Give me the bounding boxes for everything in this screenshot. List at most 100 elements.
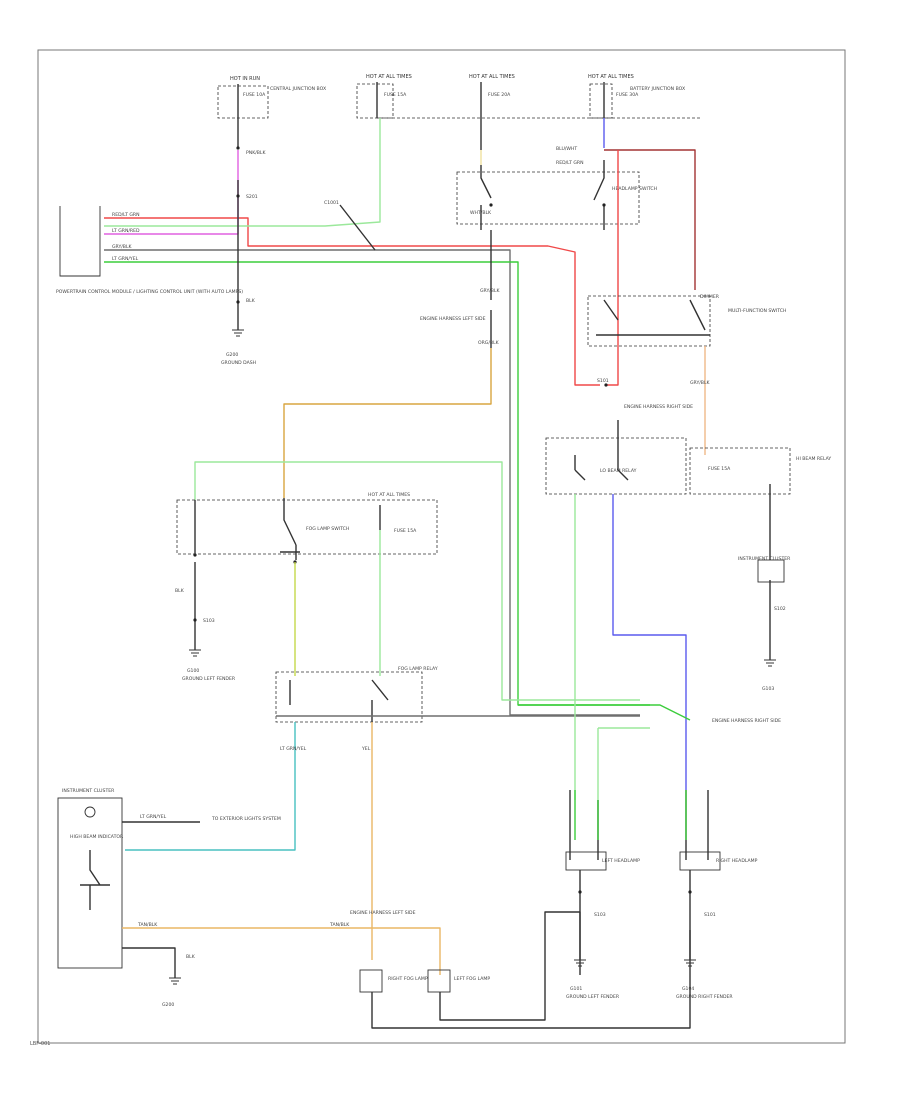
splice-label: S101 — [597, 378, 609, 384]
wire-red-relay — [606, 150, 619, 386]
relay-label: HI BEAM RELAY — [796, 456, 831, 462]
hot-at-all-label: HOT AT ALL TIMES — [588, 74, 634, 80]
hot-at-all-label: HOT AT ALL TIMES — [366, 74, 412, 80]
switch-contacts — [480, 160, 605, 230]
instrument-cluster-label: INSTRUMENT CLUSTER — [62, 788, 115, 794]
wire-label: GRY/BLK — [112, 244, 133, 250]
hot-at-all-label: HOT AT ALL TIMES — [368, 492, 410, 498]
fuse-label: FUSE 15A — [394, 528, 417, 534]
harness-label: ENGINE HARNESS LEFT SIDE — [420, 316, 486, 322]
wire-tan-bottom — [122, 927, 441, 975]
cluster-ground — [122, 947, 176, 978]
ground-label: G101 — [570, 986, 582, 992]
harness-label: ENGINE HARNESS LEFT SIDE — [350, 910, 416, 916]
lo-beam-relay-contacts — [574, 420, 629, 481]
splice-label: S103 — [594, 912, 606, 918]
dimmer-label: DIMMER — [700, 294, 720, 300]
headlamp-switch-box — [456, 171, 640, 225]
instrument-cluster-box — [757, 559, 785, 583]
wire-label: GRY/BLK — [480, 288, 501, 294]
multifunction-contacts — [596, 299, 710, 336]
right-headlamp: RIGHT HEADLAMP S101 G104 GROUND RIGHT FE… — [676, 790, 758, 1000]
fuse-block-left: HOT IN RUN FUSE 10A CENTRAL JUNCTION BOX — [217, 76, 326, 119]
fuse-label: FUSE 10A — [243, 92, 266, 98]
left-fog-lamp-label: LEFT FOG LAMP — [454, 976, 490, 982]
wire-tan-main — [283, 348, 492, 498]
harness-label: ENGINE HARNESS RIGHT SIDE — [624, 404, 693, 410]
wire-label: BLU/WHT — [556, 146, 577, 152]
ecm-connector-body — [59, 206, 101, 277]
wire-label: WHT/BLK — [470, 210, 492, 216]
ground-label: G200 — [226, 352, 238, 358]
fuse-label: FUSE 15A — [708, 466, 731, 472]
ecm-note-label: POWERTRAIN CONTROL MODULE / LIGHTING CON… — [56, 289, 243, 295]
wire-teal — [125, 722, 296, 851]
hot-run-label: HOT IN RUN — [230, 76, 260, 82]
hi-beam-relay-box — [689, 447, 791, 495]
connector-label: C1001 — [324, 200, 339, 206]
fog-relay-contacts — [289, 679, 389, 722]
wire-label: YEL — [361, 746, 371, 752]
wire-label: ORG/BLK — [478, 340, 500, 346]
wire-label: LT GRN/YEL — [140, 814, 167, 820]
wire-label: TAN/BLK — [137, 922, 158, 928]
ground-label: GROUND LEFT FENDER — [566, 994, 620, 1000]
fog-relay-label: FOG LAMP RELAY — [398, 666, 438, 672]
wire-green — [104, 261, 650, 706]
ground-label: G103 — [762, 686, 774, 692]
fuse-block-4: HOT AT ALL TIMES FUSE 30A BATTERY JUNCTI… — [588, 74, 685, 119]
right-fog-lamp: RIGHT FOG LAMP — [359, 969, 428, 993]
wire-label: LT GRN/YEL — [112, 256, 139, 262]
fuse-label: FUSE 20A — [488, 92, 511, 98]
wire-label: BLK — [186, 954, 196, 960]
instrument-cluster-left — [57, 797, 123, 969]
diagram-frame — [37, 49, 846, 1044]
fog-lamp-relay-box — [275, 671, 423, 723]
instrument-cluster-label: INSTRUMENT CLUSTER — [738, 556, 791, 562]
cluster-internal — [80, 850, 110, 910]
ground-label: GROUND RIGHT FENDER — [676, 994, 733, 1000]
multifunction-switch-label: MULTI-FUNCTION SWITCH — [728, 308, 786, 314]
wire-pink — [104, 150, 239, 235]
wire-label: RED/LT GRN — [112, 212, 140, 218]
splice-label: S102 — [774, 606, 786, 612]
harness-label: ENGINE HARNESS RIGHT SIDE — [712, 718, 781, 724]
fuse-block-3: HOT AT ALL TIMES FUSE 20A — [469, 74, 515, 118]
hot-at-all-label: HOT AT ALL TIMES — [469, 74, 515, 80]
to-lighting-label: TO EXTERIOR LIGHTS SYSTEM — [211, 816, 281, 822]
wire-label: BLK — [175, 588, 185, 594]
wire-gray — [104, 249, 640, 716]
right-headlamp-label: RIGHT HEADLAMP — [716, 858, 758, 864]
wire-label: LT GRN/RED — [112, 228, 140, 234]
fog-switch-contacts — [280, 498, 300, 560]
wire-green-lamp-left — [574, 790, 599, 840]
switch-ground-wire — [339, 204, 376, 251]
ground-label: GROUND DASH — [221, 360, 256, 366]
left-headlamp-label: LEFT HEADLAMP — [602, 858, 640, 864]
wire-label: TAN/BLK — [329, 922, 350, 928]
headlamp-switch-label: HEADLAMP SWITCH — [612, 186, 657, 192]
wire-light-green-loop — [194, 461, 640, 701]
lo-beam-relay-box — [545, 437, 687, 495]
ground-label: G104 — [682, 986, 694, 992]
fog-switch-label: FOG LAMP SWITCH — [306, 526, 349, 532]
fuse-label: FUSE 15A — [384, 92, 407, 98]
ground-label: G100 — [187, 668, 199, 674]
left-fog-lamp: LEFT FOG LAMP — [427, 969, 490, 993]
fog-lamp-ground-wire — [371, 911, 691, 1029]
wire-light-green — [104, 118, 381, 227]
ground-symbols — [169, 329, 776, 985]
ground-label: G200 — [162, 1002, 174, 1008]
wire-red — [104, 217, 600, 386]
indicator-label: HIGH BEAM INDICATOR — [70, 834, 124, 840]
wire-label: RED/LT GRN — [556, 160, 584, 166]
battery-junction-label: BATTERY JUNCTION BOX — [630, 86, 685, 92]
fuse-block-2: HOT AT ALL TIMES FUSE 15A — [356, 74, 412, 119]
splice-label: S201 — [246, 194, 258, 200]
wire-label: GRY/BLK — [690, 380, 711, 386]
wire-light-green-harness — [574, 494, 650, 800]
fuse-label: FUSE 30A — [616, 92, 639, 98]
right-fog-lamp-label: RIGHT FOG LAMP — [388, 976, 428, 982]
wire-label: PNK/BLK — [246, 150, 266, 156]
